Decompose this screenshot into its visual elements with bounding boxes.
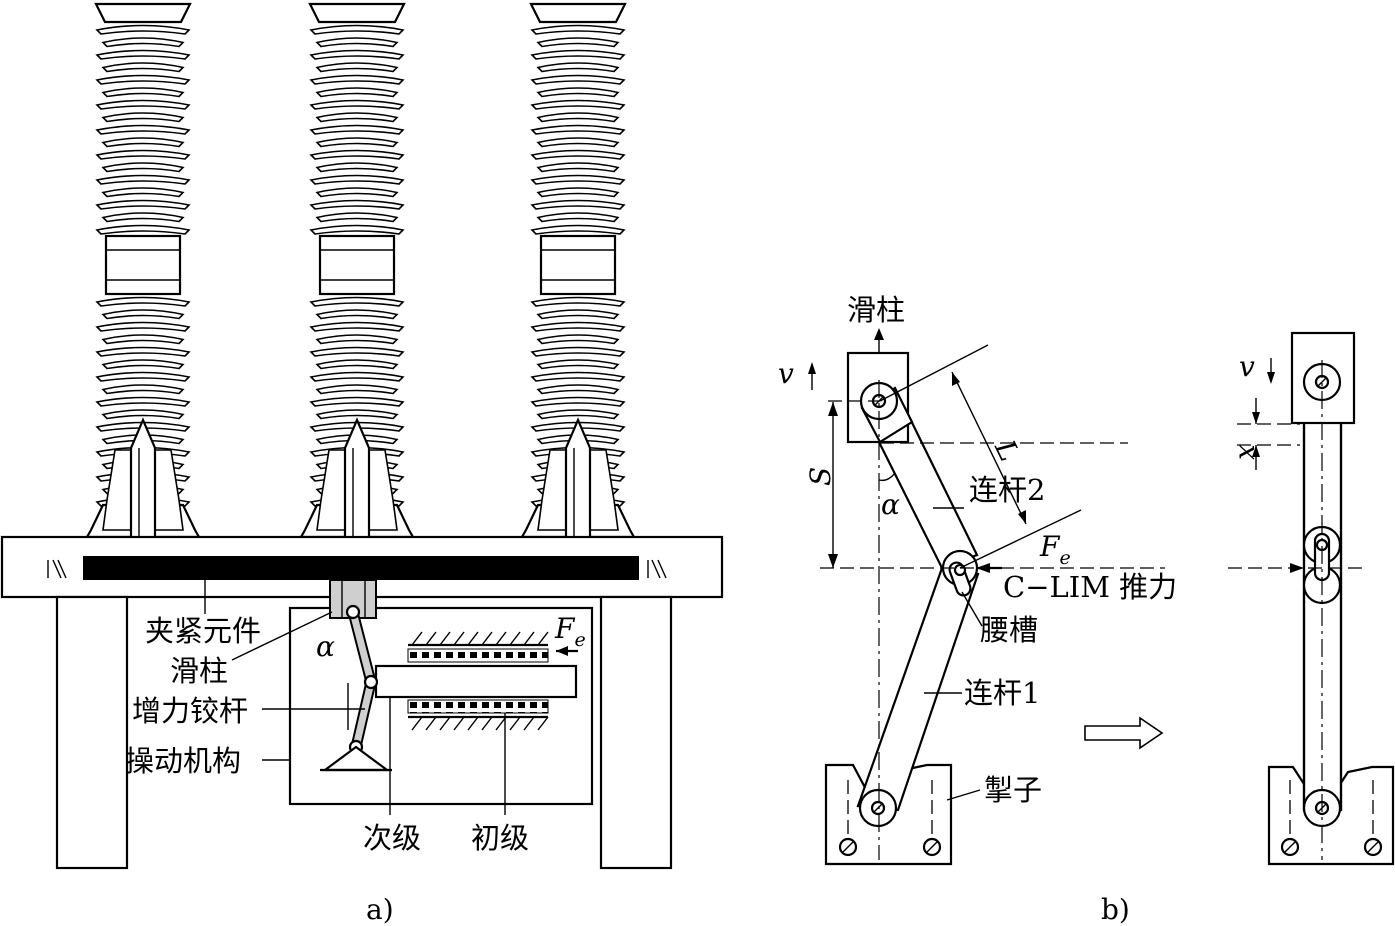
label-v: v bbox=[778, 357, 794, 390]
panel-b: L S α 滑柱 v Fe 连杆2 C−LIM 推力 腰槽 连杆1 掣子 bbox=[778, 293, 1177, 926]
label-slot: 腰槽 bbox=[980, 613, 1038, 647]
bolt-left bbox=[47, 559, 67, 579]
label-slide-a: 滑柱 bbox=[170, 654, 228, 688]
alpha-label-a: α bbox=[316, 630, 335, 663]
alpha-label-b: α bbox=[881, 488, 900, 521]
insulators bbox=[85, 2, 636, 558]
label-toggle: 增力铰杆 bbox=[132, 694, 248, 728]
label-mechanism: 操动机构 bbox=[125, 744, 241, 778]
bolt-right bbox=[647, 559, 667, 579]
force-fe-label: Fe bbox=[554, 612, 586, 651]
secondary-rod bbox=[374, 664, 578, 699]
insulator-right bbox=[520, 2, 636, 558]
dim-x: x bbox=[1228, 444, 1261, 460]
hatch-bottom bbox=[408, 715, 549, 731]
primary-coil-top bbox=[407, 648, 549, 663]
label-secondary: 次级 bbox=[363, 821, 421, 855]
insulator-middle bbox=[299, 2, 415, 558]
slide-block-right bbox=[1290, 331, 1356, 425]
label-primary: 初级 bbox=[471, 821, 529, 855]
insulator-left bbox=[85, 2, 201, 558]
leg-right bbox=[599, 595, 673, 870]
leg-left bbox=[55, 595, 129, 870]
panel-b-right: v x bbox=[1228, 331, 1395, 866]
transition-arrow bbox=[1084, 716, 1164, 750]
clamp-bar bbox=[83, 556, 639, 580]
primary-coil-bottom bbox=[407, 699, 549, 714]
dim-L: L bbox=[988, 434, 1026, 466]
dim-S: S bbox=[804, 467, 837, 486]
label-slide-b: 滑柱 bbox=[847, 293, 905, 327]
panel-a: Fe α 夹紧元件 滑柱 增力铰杆 操动机构 次级 初级 a) bbox=[0, 2, 724, 926]
hatch-top bbox=[408, 631, 549, 647]
force-fe-label-b: Fe bbox=[1039, 530, 1071, 569]
label-clamp: 夹紧元件 bbox=[145, 614, 261, 648]
label-thrust: C−LIM 推力 bbox=[1003, 570, 1177, 604]
caption-b: b) bbox=[1101, 893, 1130, 926]
caption-a: a) bbox=[366, 893, 394, 926]
label-v2: v bbox=[1239, 350, 1255, 383]
label-link2: 连杆2 bbox=[969, 473, 1045, 507]
label-pawl: 掣子 bbox=[984, 773, 1042, 807]
label-link1: 连杆1 bbox=[964, 676, 1040, 710]
